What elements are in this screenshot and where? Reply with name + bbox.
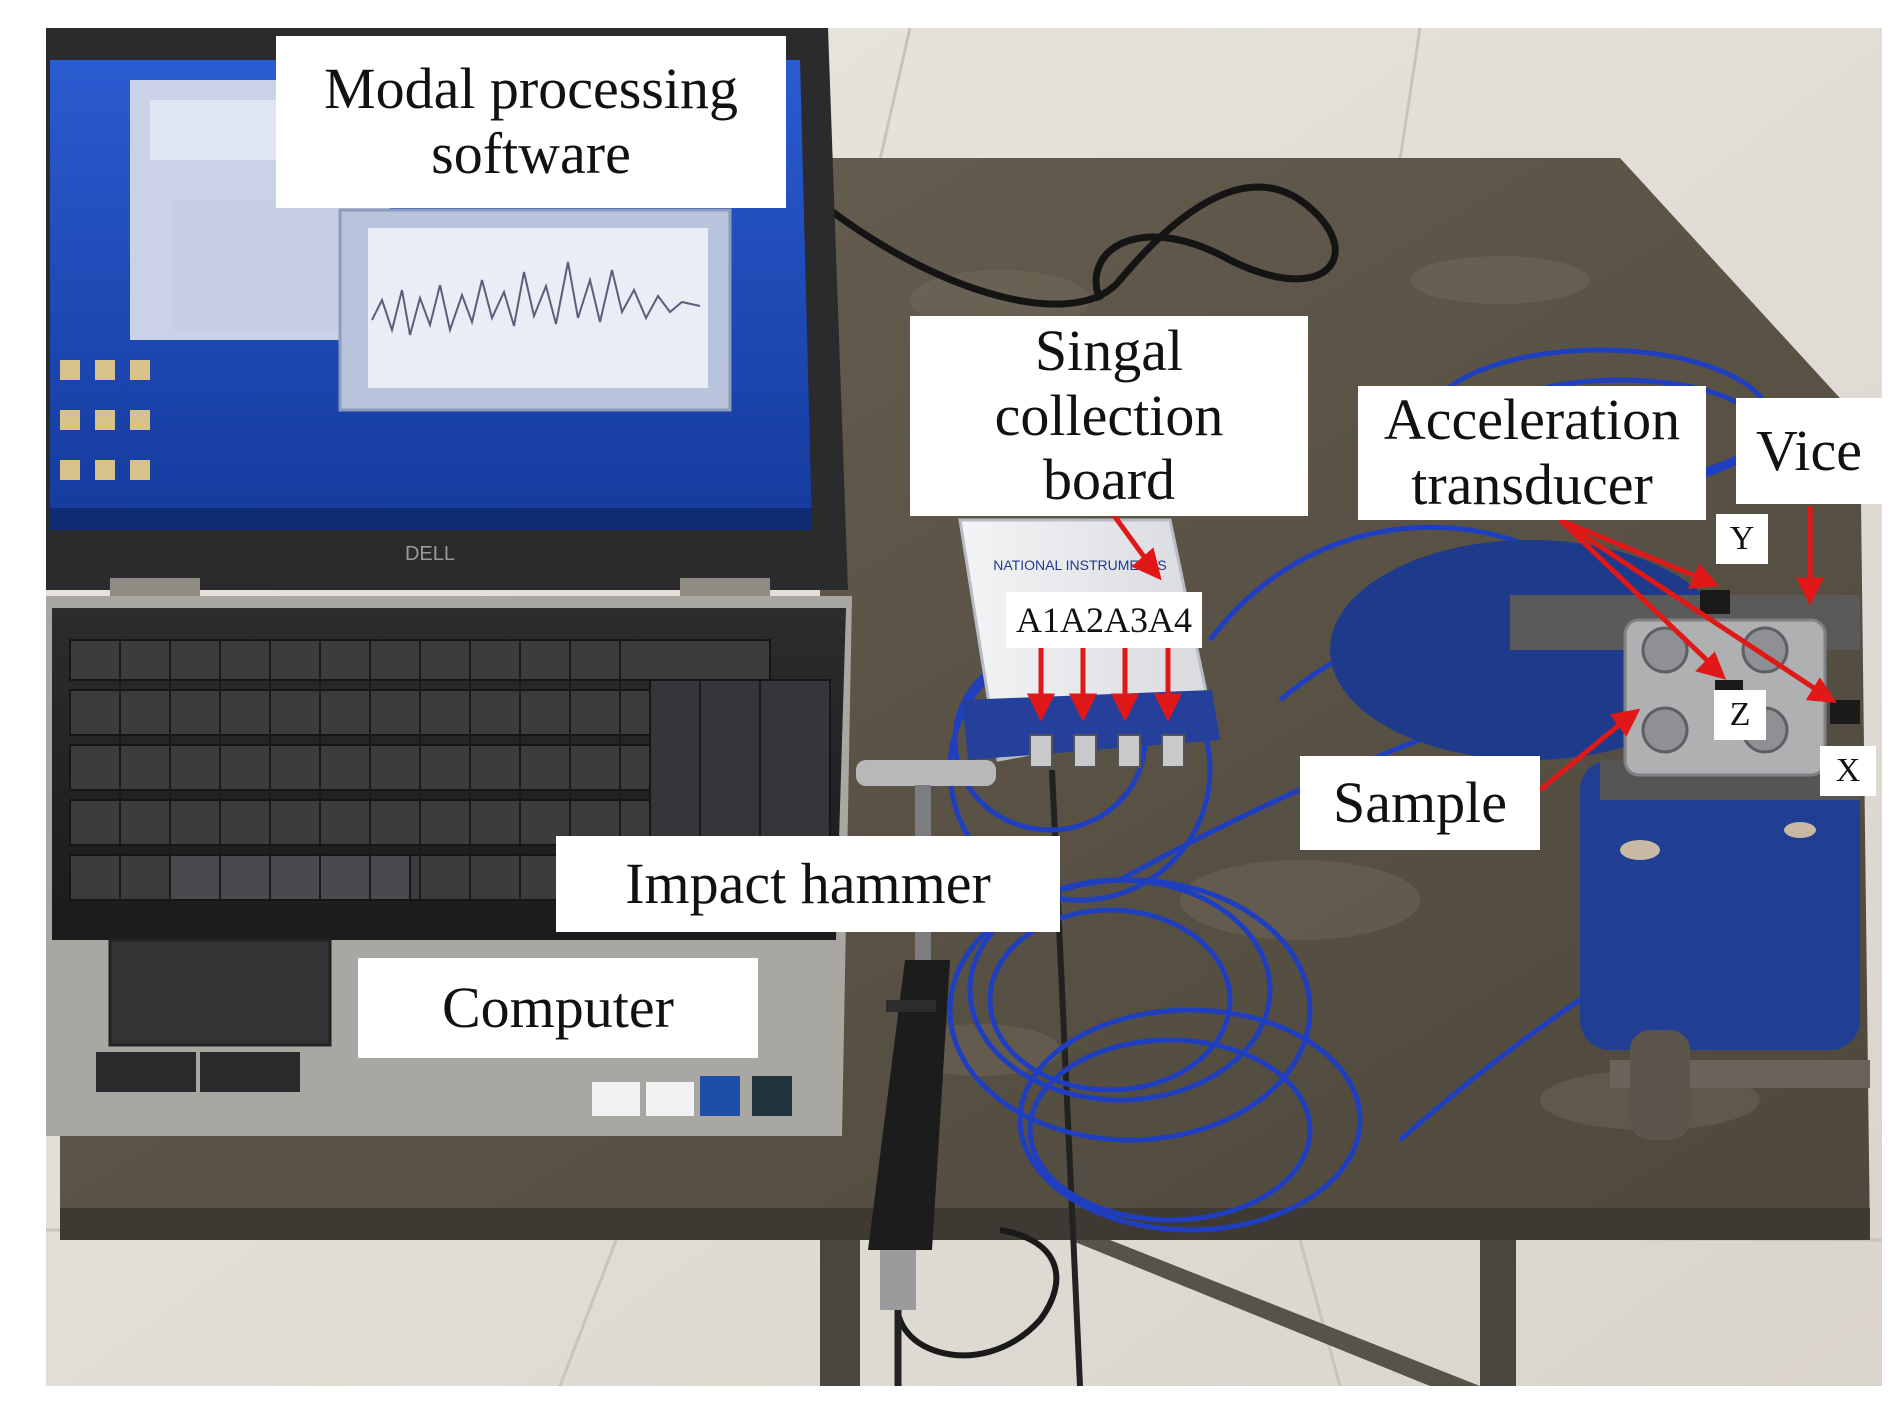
label-modal-processing-software: Modal processing software	[276, 36, 786, 208]
board-connectors	[1029, 734, 1185, 768]
arrow-a4-head	[1153, 693, 1183, 722]
hinge-right	[680, 578, 770, 596]
label-channels: A1A2A3A4	[1006, 592, 1202, 648]
label-computer: Computer	[358, 958, 758, 1058]
arrow-a3-head	[1110, 693, 1140, 722]
arrow-board	[1107, 508, 1153, 567]
arrow-transducer-z	[1558, 518, 1714, 667]
power-cable	[827, 183, 1339, 308]
hammer-grip-ring	[886, 1000, 936, 1012]
touchpad-button-left	[96, 1052, 196, 1092]
hammer-cable	[894, 1227, 1060, 1359]
label-axis-y: Y	[1716, 514, 1768, 564]
desktop-icons	[60, 360, 150, 480]
arrow-transducer-z-head	[1695, 651, 1727, 680]
sticker-2	[646, 1082, 694, 1116]
sensor-x	[1830, 700, 1860, 724]
hammer-connector	[880, 1250, 916, 1310]
board-brand: NATIONAL INSTRUMENTS	[993, 557, 1166, 573]
label-axis-x: X	[1820, 746, 1876, 796]
laptop: DELL	[46, 28, 852, 1136]
laptop-brand: DELL	[405, 543, 455, 565]
vice-body	[1580, 760, 1860, 1050]
touchpad-button-right	[200, 1052, 300, 1092]
label-vice: Vice	[1736, 398, 1882, 504]
photo: DELL	[45, 27, 1883, 1387]
desk-edge	[60, 1208, 1870, 1240]
keyboard-key-grid	[119, 640, 761, 920]
label-axis-z: Z	[1714, 690, 1766, 740]
arrow-sample	[1538, 718, 1627, 792]
sticker-windows	[752, 1076, 792, 1116]
annotation-arrows	[1026, 506, 1837, 792]
arrow-sample-head	[1609, 708, 1641, 737]
arrow-transducer-y	[1559, 517, 1701, 581]
label-signal-collection-board: Singal collection board	[910, 316, 1308, 516]
vice-rust-2	[1784, 822, 1816, 838]
arrow-a2-head	[1068, 693, 1098, 722]
desk-leg-right	[1480, 1240, 1516, 1386]
vice	[1330, 540, 1870, 1140]
arrow-a1-head	[1026, 693, 1056, 722]
label-acceleration-transducer: Acceleration transducer	[1358, 386, 1706, 520]
hammer-head	[856, 760, 996, 786]
hinge-left	[110, 578, 200, 596]
board-bumper	[962, 690, 1220, 760]
arrow-transducer-x	[1558, 517, 1822, 695]
arrow-board-head	[1131, 547, 1162, 581]
vice-rust-1	[1620, 840, 1660, 860]
taskbar	[50, 508, 812, 530]
label-sample: Sample	[1300, 756, 1540, 850]
arrow-vice-head	[1795, 577, 1825, 606]
label-impact-hammer: Impact hammer	[556, 836, 1060, 932]
desk-leg-left	[820, 1240, 860, 1386]
desk-frame-bar	[1070, 1240, 1480, 1386]
vice-handle	[1630, 1030, 1690, 1140]
touchpad	[108, 938, 332, 1047]
arrow-transducer-x-head	[1805, 677, 1837, 703]
sticker-intel	[700, 1076, 740, 1116]
sensor-y	[1700, 590, 1730, 614]
hammer-handle	[868, 960, 950, 1250]
signal-plot-trace	[371, 261, 701, 336]
arrow-transducer-y-head	[1687, 563, 1720, 589]
sticker-1	[592, 1082, 640, 1116]
